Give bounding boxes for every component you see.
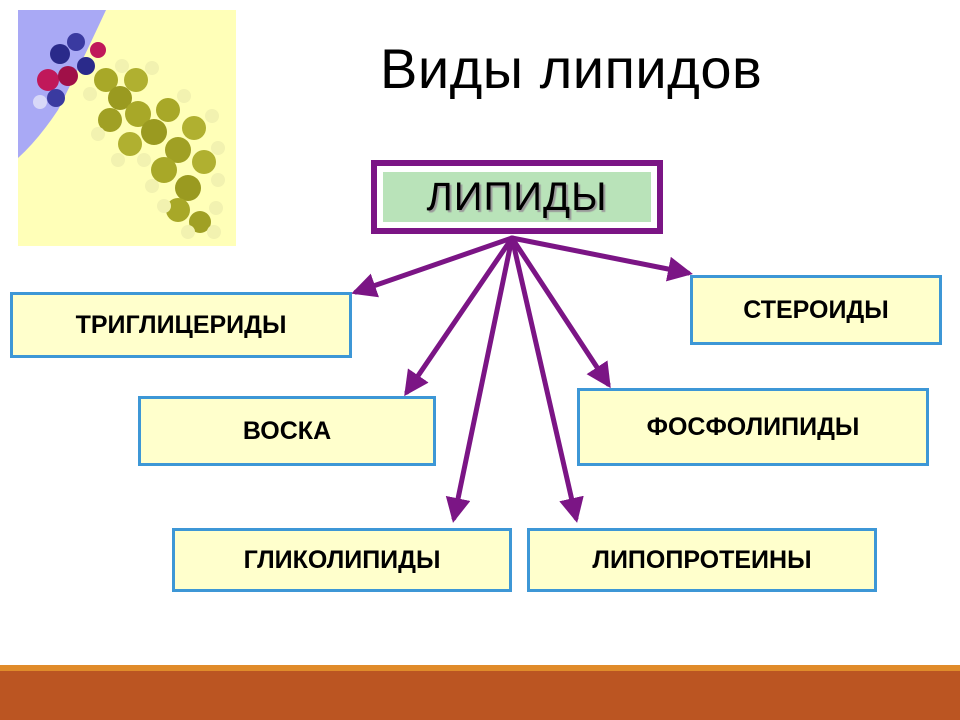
- node-steroids: СТЕРОИДЫ: [690, 275, 942, 345]
- arrow-to-lipoproteins: [509, 235, 584, 523]
- node-lipoproteins: ЛИПОПРОТЕИНЫ: [527, 528, 877, 592]
- lipid-molecule-image: [18, 10, 236, 246]
- node-waxes: ВОСКА: [138, 396, 436, 466]
- node-glycolipids: ГЛИКОЛИПИДЫ: [172, 528, 512, 592]
- arrow-to-triglycerides: [351, 235, 515, 298]
- arrow-to-glycolipids: [445, 235, 515, 523]
- node-steroids-label: СТЕРОИДЫ: [743, 295, 889, 324]
- arrow-to-steroids: [509, 235, 693, 282]
- node-phospholipids: ФОСФОЛИПИДЫ: [577, 388, 929, 466]
- root-node-fill: ЛИПИДЫ: [383, 172, 651, 222]
- node-triglycerides-label: ТРИГЛИЦЕРИДЫ: [75, 310, 287, 339]
- node-waxes-label: ВОСКА: [242, 416, 332, 445]
- footer-accent-line: [0, 665, 960, 671]
- arrow-to-phospholipids: [509, 235, 611, 389]
- node-glycolipids-label: ГЛИКОЛИПИДЫ: [243, 545, 441, 574]
- root-node-lipids: ЛИПИДЫ: [371, 160, 663, 234]
- node-lipoproteins-label: ЛИПОПРОТЕИНЫ: [592, 545, 812, 574]
- page-title: Виды липидов: [380, 37, 763, 100]
- arrow-to-waxes: [404, 235, 515, 397]
- footer-bar: [0, 671, 960, 720]
- root-node-label: ЛИПИДЫ: [426, 174, 608, 219]
- node-triglycerides: ТРИГЛИЦЕРИДЫ: [10, 292, 352, 358]
- molecule-atoms: [33, 33, 225, 239]
- node-phospholipids-label: ФОСФОЛИПИДЫ: [646, 412, 860, 441]
